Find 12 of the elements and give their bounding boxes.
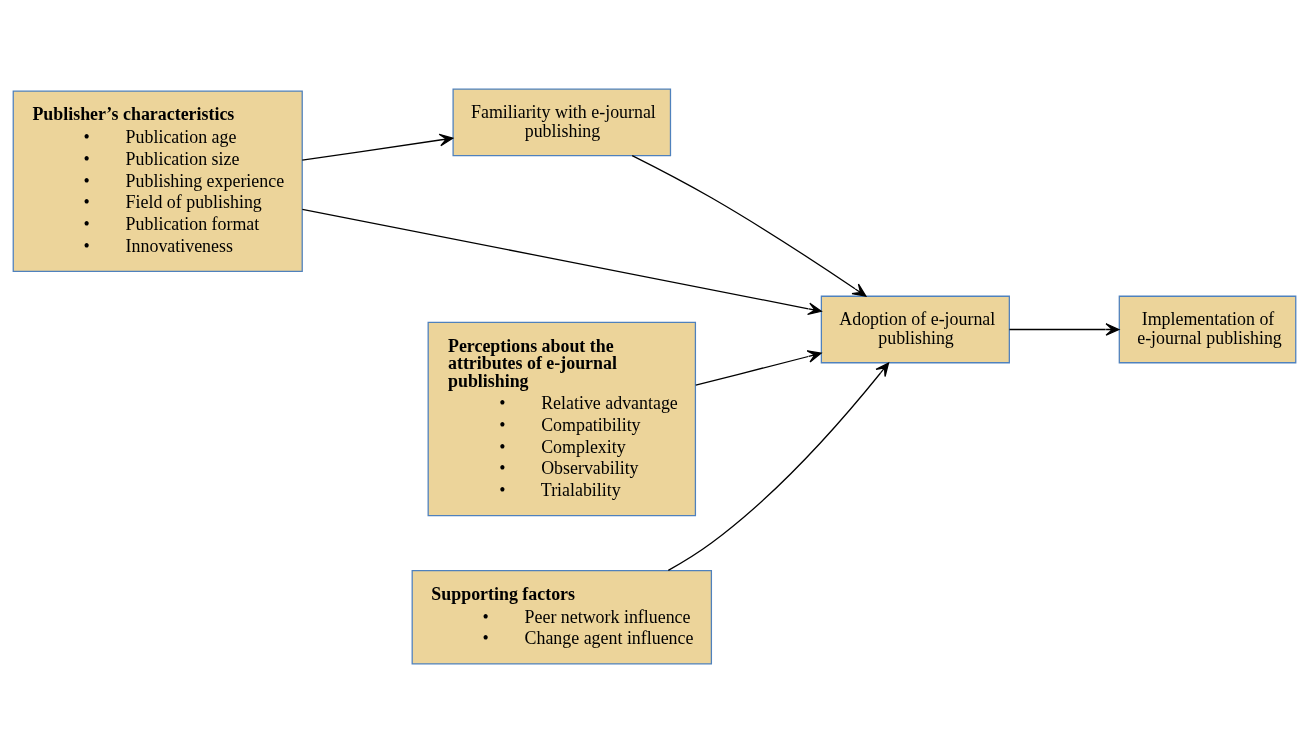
arrow <box>695 350 822 386</box>
arrow <box>301 208 822 316</box>
node-box: Adoption of e-journal publishing <box>820 295 1010 364</box>
node-box: Implementation of e-journal publishing <box>1118 295 1297 364</box>
node-box: Supporting factors • Peer network influence • Change agent influence <box>411 569 713 665</box>
arrow <box>301 133 454 161</box>
node-box: Perceptions about the attributes of e-journal publishing • Relative advantage • Compatibility • Complexity • Observability • Trialability <box>427 321 697 517</box>
arrow <box>667 362 890 571</box>
node-box: Publisher’s characteristics • Publication age • Publication size • Publishing experience • Field of publishing • Publication format • Innovativeness <box>12 90 303 272</box>
arrow <box>631 155 867 297</box>
arrow <box>1008 323 1120 336</box>
node-box: Familiarity with e-journal publishing <box>452 88 672 157</box>
